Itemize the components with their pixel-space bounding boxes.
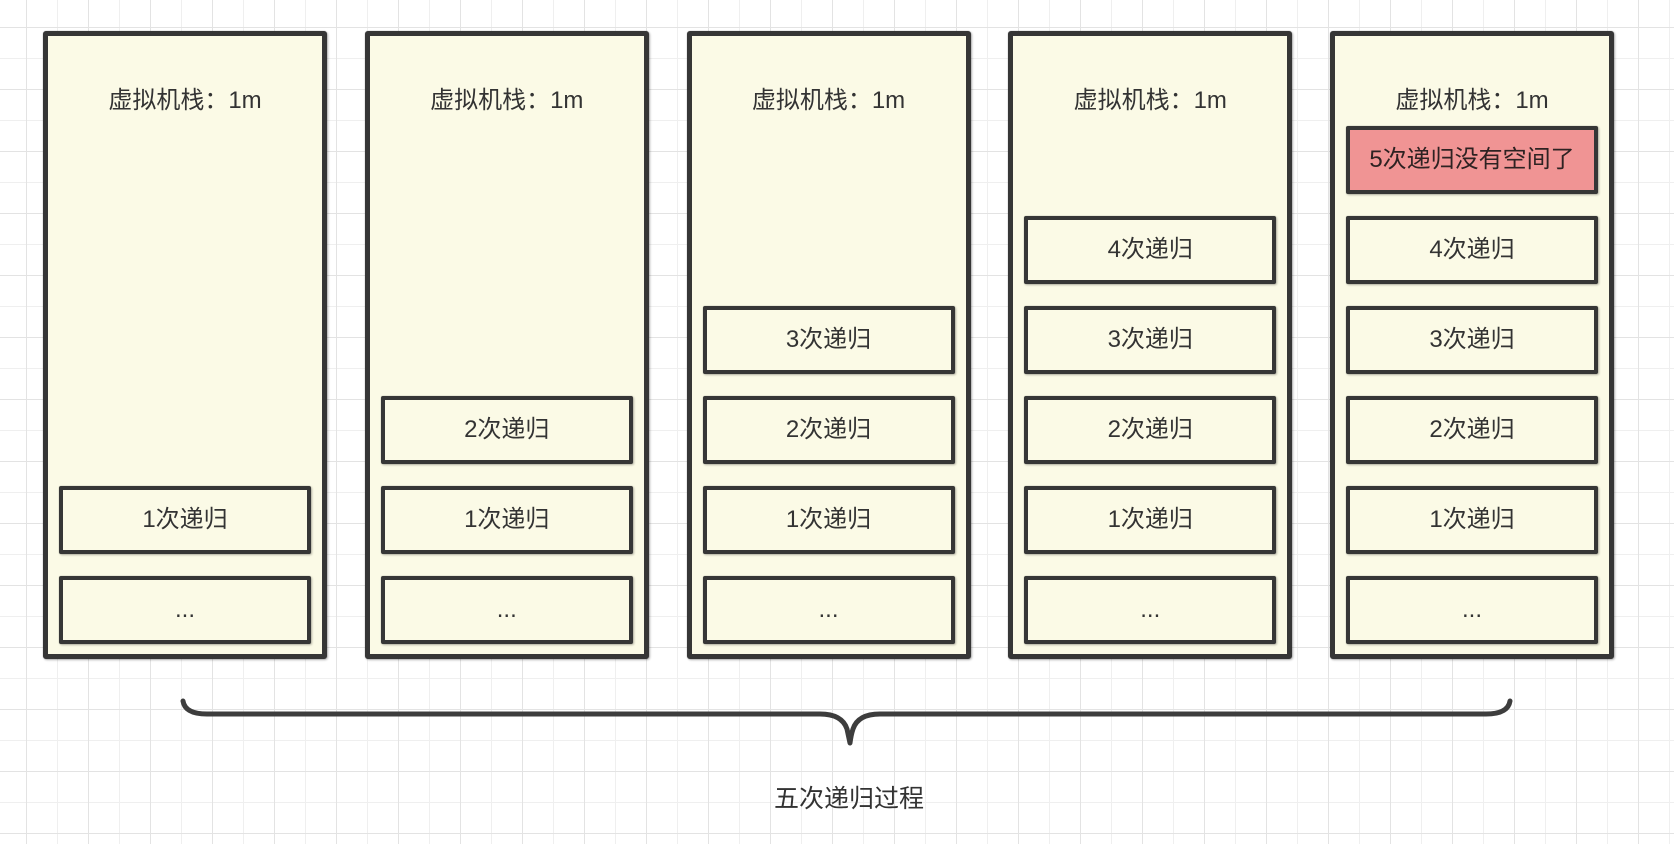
- stack-title: 虚拟机栈：1m: [430, 87, 584, 114]
- stack-frame: 2次递归: [1346, 396, 1598, 464]
- vm-stack: 虚拟机栈：1m 2次递归 1次递归 ...: [364, 31, 649, 659]
- stack-frame-danger: 5次递归没有空间了: [1346, 126, 1598, 194]
- stack-title: 虚拟机栈：1m: [751, 87, 906, 114]
- frame-label: 4次递归: [1107, 236, 1193, 263]
- stack-frame: 1次递归: [380, 486, 633, 554]
- stack-frame: 1次递归: [59, 486, 311, 554]
- frame-label: 4次递归: [1429, 236, 1515, 263]
- stack-title: 虚拟机栈：1m: [1395, 87, 1549, 114]
- stack-frames: 1次递归 ...: [59, 486, 311, 644]
- brace-label: 五次递归过程: [773, 785, 925, 813]
- stack-frame: 4次递归: [1024, 216, 1277, 284]
- stack-frame: 3次递归: [1024, 306, 1277, 374]
- frame-label: ...: [496, 596, 517, 623]
- stack-frame: 2次递归: [702, 396, 955, 464]
- frame-label: ...: [818, 596, 839, 623]
- stack-title: 虚拟机栈：1m: [1073, 87, 1227, 114]
- stack-frames: 2次递归 1次递归 ...: [380, 396, 633, 644]
- brace-path: [180, 698, 1513, 746]
- stack-frame: ...: [1346, 576, 1598, 644]
- frame-label: 3次递归: [785, 326, 872, 353]
- stack-frame: 1次递归: [702, 486, 955, 554]
- frame-label: 2次递归: [785, 416, 872, 443]
- stack-frame: 4次递归: [1346, 216, 1598, 284]
- stack-frame: 1次递归: [1024, 486, 1277, 554]
- frame-label: 1次递归: [142, 506, 228, 533]
- frame-label: ...: [1140, 596, 1161, 623]
- frame-label: 3次递归: [1429, 326, 1515, 353]
- stack-frame: ...: [380, 576, 633, 644]
- frame-label: 5次递归没有空间了: [1369, 146, 1575, 173]
- stacks-row: 虚拟机栈：1m 1次递归 ... 虚拟机栈：1m 2次递归 1次递归 ... 虚…: [43, 31, 1614, 659]
- frame-label: 1次递归: [1107, 506, 1193, 533]
- vm-stack: 虚拟机栈：1m 1次递归 ...: [43, 31, 327, 659]
- stack-frame: 1次递归: [1346, 486, 1598, 554]
- vm-stack: 虚拟机栈：1m 5次递归没有空间了 4次递归 3次递归 2次递归 1次递归 ..…: [1330, 31, 1614, 659]
- stack-frame: 3次递归: [1346, 306, 1598, 374]
- vm-stack: 虚拟机栈：1m 4次递归 3次递归 2次递归 1次递归 ...: [1008, 31, 1293, 659]
- frame-label: 2次递归: [464, 416, 550, 443]
- stack-frame: 2次递归: [1024, 396, 1277, 464]
- frame-label: 2次递归: [1107, 416, 1193, 443]
- frame-label: ...: [1461, 596, 1482, 623]
- stack-frame: 2次递归: [380, 396, 633, 464]
- frame-label: 3次递归: [1107, 326, 1193, 353]
- stack-frames: 4次递归 3次递归 2次递归 1次递归 ...: [1024, 216, 1277, 644]
- frame-label: 2次递归: [1429, 416, 1515, 443]
- frame-label: 1次递归: [785, 506, 872, 533]
- stack-frame: ...: [702, 576, 955, 644]
- stack-frame: 3次递归: [702, 306, 955, 374]
- frame-label: 1次递归: [1429, 506, 1515, 533]
- stack-frames: 5次递归没有空间了 4次递归 3次递归 2次递归 1次递归 ...: [1346, 126, 1598, 644]
- vm-stack: 虚拟机栈：1m 3次递归 2次递归 1次递归 ...: [686, 31, 971, 659]
- stack-title: 虚拟机栈：1m: [108, 87, 262, 114]
- stack-frame: ...: [1024, 576, 1277, 644]
- frame-label: ...: [174, 596, 195, 623]
- stack-frames: 3次递归 2次递归 1次递归 ...: [702, 306, 955, 644]
- frame-label: 1次递归: [464, 506, 550, 533]
- stack-frame: ...: [59, 576, 311, 644]
